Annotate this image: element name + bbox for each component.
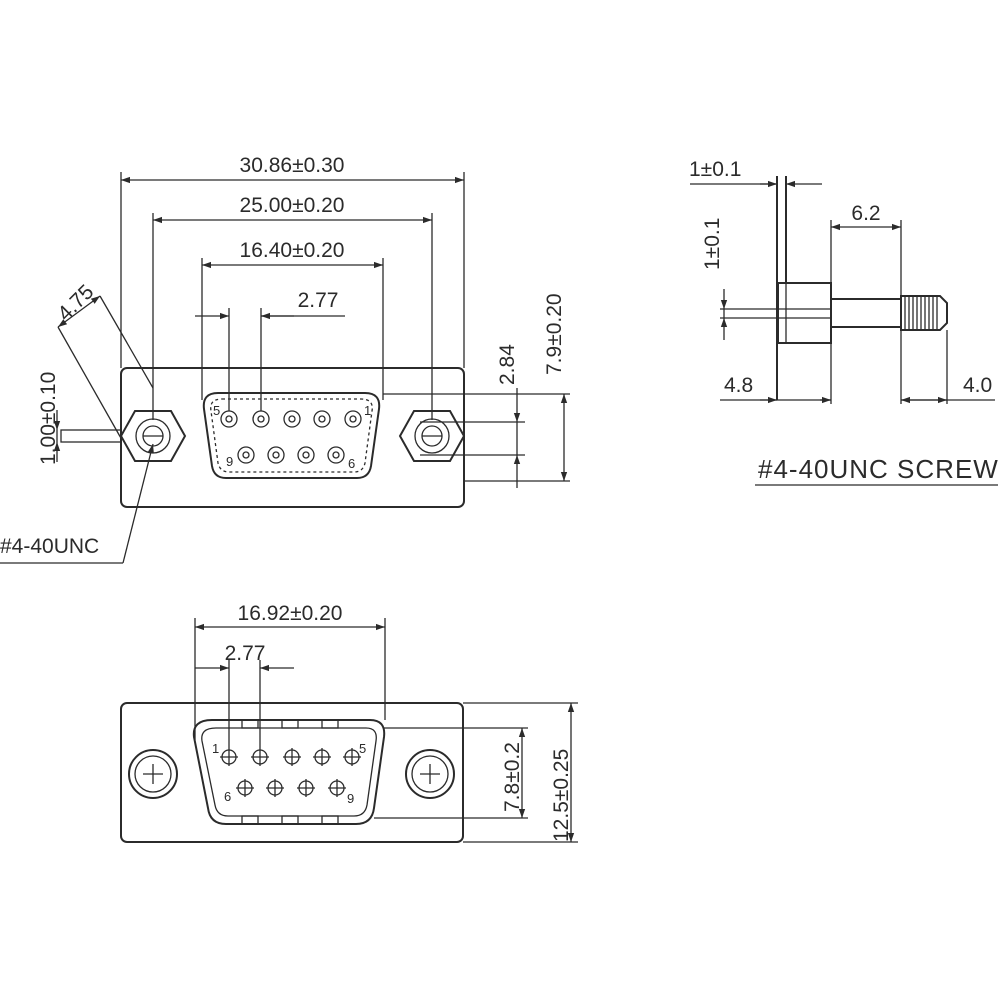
male-pin-label-6: 6	[224, 789, 231, 804]
dim-flange-thickness: 1.00±0.10	[37, 372, 60, 465]
dim-shank-length: 6.2	[851, 202, 880, 225]
dim-row-spacing: 2.84	[496, 344, 519, 385]
female-pin-label-6: 6	[348, 456, 355, 471]
female-pin-label-1: 1	[364, 403, 371, 418]
male-pin-label-1: 1	[212, 741, 219, 756]
dim-male-pin-pitch: 2.77	[225, 642, 266, 665]
dim-pin-pitch: 2.77	[298, 289, 339, 312]
female-pin-label-5: 5	[213, 403, 220, 418]
dim-overall-width: 30.86±0.30	[240, 154, 345, 177]
dim-female-height: 7.9±0.20	[543, 293, 566, 375]
male-shell-inner	[201, 727, 377, 817]
male-mount-hole-left	[128, 749, 178, 799]
dim-head-thickness: 1±0.1	[689, 158, 741, 181]
male-shell-outer	[192, 719, 386, 825]
dim-male-shell-width: 16.92±0.20	[238, 602, 343, 625]
female-flange	[120, 367, 465, 508]
dim-male-height: 12.5±0.25	[550, 749, 573, 842]
screw-shank	[830, 298, 902, 328]
male-flange	[120, 702, 464, 843]
dim-mount-spacing: 25.00±0.20	[240, 194, 345, 217]
dim-shell-width: 16.40±0.20	[240, 239, 345, 262]
screw-caption: #4-40UNC SCREW	[758, 454, 999, 484]
female-pin-label-9: 9	[226, 454, 233, 469]
female-shell-outer	[202, 392, 381, 479]
dim-thread-length: 4.0	[963, 374, 992, 397]
female-connector-view: 5 1 9 6	[0, 154, 570, 564]
dim-flange-diagonal: 4.75	[53, 280, 98, 325]
male-pin-label-9: 9	[347, 791, 354, 806]
screw-thread	[900, 295, 948, 331]
male-pin-row-1	[220, 748, 361, 766]
female-socket-row-2	[237, 446, 345, 464]
thread-callout: #4-40UNC	[0, 535, 99, 558]
dim-head-length: 4.8	[724, 374, 753, 397]
male-connector-view: 1 5 6 9 16.92±0.20 2.77	[120, 602, 578, 843]
male-mount-hole-right	[405, 749, 455, 799]
male-pin-row-2	[236, 779, 346, 797]
dim-slot-width: 1±0.1	[701, 218, 724, 270]
female-shell-inner	[210, 398, 373, 473]
female-socket-row-1	[220, 410, 362, 428]
male-pin-label-5: 5	[359, 741, 366, 756]
screw-view: 1±0.1 1±0.1 6.2 4.8 4.0 #4-40UNC SCREW	[689, 158, 999, 486]
dim-male-shell-height: 7.8±0.2	[501, 742, 524, 812]
